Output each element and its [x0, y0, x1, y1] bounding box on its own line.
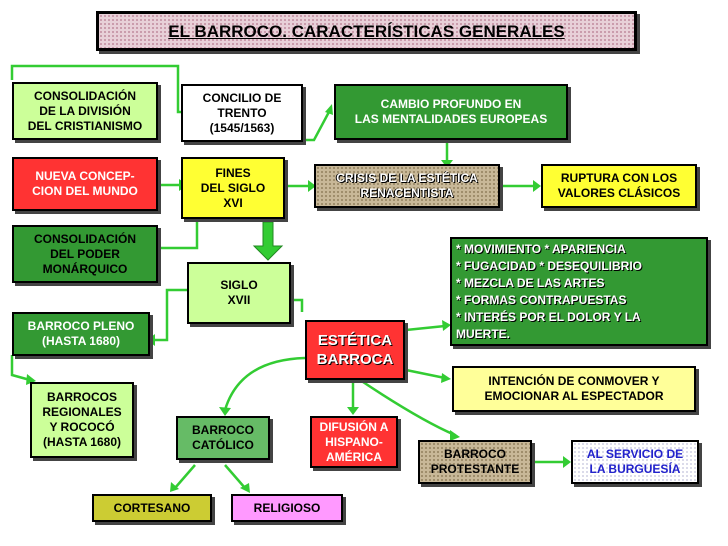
node-barroco-pleno-text: BARROCO PLENO (HASTA 1680) — [27, 319, 135, 348]
node-caracteristicas: * MOVIMIENTO * APARIENCIA * FUGACIDAD * … — [450, 237, 708, 346]
node-barrocos-regionales: BARROCOS REGIONALES Y ROCOCÓ (HASTA 1680… — [30, 382, 134, 458]
node-concilio-trento-text: CONCILIO DE TRENTO (1545/1563) — [202, 90, 282, 135]
connector-estetica-caract — [405, 324, 446, 332]
node-cambio-profundo: CAMBIO PROFUNDO EN LAS MENTALIDADES EURO… — [334, 84, 568, 140]
connector-catolico-cortesano — [174, 464, 196, 489]
node-concilio-trento: CONCILIO DE TRENTO (1545/1563) — [181, 84, 303, 142]
node-fines-siglo-text: FINES DEL SIGLO XVI — [200, 165, 266, 210]
node-crisis-estetica: CRISIS DE LA ESTÉTICA RENACENTISTA — [314, 164, 500, 208]
arrow-difusion — [347, 407, 359, 415]
node-cambio-profundo-text: CAMBIO PROFUNDO EN LAS MENTALIDADES EURO… — [354, 97, 548, 126]
node-barroco-protestante-text: BARROCO PROTESTANTE — [430, 447, 520, 476]
node-nueva-concepcion-text: NUEVA CONCEP- CION DEL MUNDO — [32, 169, 138, 198]
connector-trento-cambio — [306, 109, 332, 142]
node-consolidacion-division: CONSOLIDACIÓN DE LA DIVISIÓN DEL CRISTIA… — [12, 82, 158, 140]
node-caracteristicas-text: * MOVIMIENTO * APARIENCIA * FUGACIDAD * … — [456, 241, 643, 341]
node-religioso: RELIGIOSO — [231, 494, 343, 522]
arrow-burguesia — [563, 456, 571, 468]
node-barroco-catolico: BARROCO CATÓLICO — [176, 416, 270, 460]
node-nueva-concepcion: NUEVA CONCEP- CION DEL MUNDO — [12, 157, 158, 211]
node-estetica-barroca: ESTÉTICA BARROCA — [305, 320, 405, 380]
node-barroco-pleno: BARROCO PLENO (HASTA 1680) — [12, 312, 150, 356]
node-difusion: DIFUSIÓN A HISPANO- AMÉRICA — [310, 416, 398, 468]
page-title: EL BARROCO. CARACTERÍSTICAS GENERALES — [96, 11, 637, 51]
arrow-intencion — [441, 373, 451, 383]
node-ruptura: RUPTURA CON LOS VALORES CLÁSICOS — [541, 164, 697, 208]
node-consolidacion-division-text: CONSOLIDACIÓN DE LA DIVISIÓN DEL CRISTIA… — [27, 88, 143, 133]
node-ruptura-text: RUPTURA CON LOS VALORES CLÁSICOS — [557, 171, 681, 200]
connector-siglo-estetica — [292, 298, 304, 312]
arrow-religioso — [240, 483, 250, 493]
node-intencion-text: INTENCIÓN DE CONMOVER Y EMOCIONAR AL ESP… — [484, 374, 664, 403]
arrow-cambio — [325, 104, 333, 115]
node-cortesano: CORTESANO — [92, 494, 212, 522]
node-estetica-barroca-text: ESTÉTICA BARROCA — [316, 332, 394, 368]
arrow-catolico — [219, 407, 231, 416]
connector-catolico-religioso — [224, 464, 246, 489]
node-siglo-xvii: SIGLO XVII — [187, 262, 291, 324]
arrow-cortesano — [170, 482, 179, 492]
node-burguesia: AL SERVICIO DE LA BURGUESÍA — [571, 440, 699, 484]
node-barroco-protestante: BARROCO PROTESTANTE — [418, 440, 532, 484]
node-barroco-catolico-text: BARROCO CATÓLICO — [192, 423, 254, 452]
node-consolidacion-poder-text: CONSOLIDACIÓN DEL PODER MONÁRQUICO — [34, 231, 136, 276]
node-crisis-estetica-text: CRISIS DE LA ESTÉTICA RENACENTISTA — [336, 171, 478, 200]
connector-estetica-catolico — [223, 356, 306, 411]
node-burguesia-text: AL SERVICIO DE LA BURGUESÍA — [586, 447, 684, 476]
arrow-ruptura — [533, 180, 541, 192]
connector-estetica-intencion — [405, 368, 446, 380]
connector-pleno-regionales — [10, 355, 31, 382]
connector-siglo-pleno — [152, 288, 187, 342]
page-title-text: EL BARROCO. CARACTERÍSTICAS GENERALES — [168, 21, 565, 41]
connector-poder-fines — [160, 222, 199, 250]
node-consolidacion-poder: CONSOLIDACIÓN DEL PODER MONÁRQUICO — [12, 225, 158, 283]
node-intencion: INTENCIÓN DE CONMOVER Y EMOCIONAR AL ESP… — [452, 366, 696, 412]
node-fines-siglo: FINES DEL SIGLO XVI — [181, 157, 285, 219]
node-siglo-xvii-text: SIGLO XVII — [220, 278, 258, 307]
node-difusion-text: DIFUSIÓN A HISPANO- AMÉRICA — [319, 419, 389, 464]
block-arrow-fines-siglo — [252, 221, 284, 261]
node-religioso-text: RELIGIOSO — [253, 500, 321, 515]
node-barrocos-regionales-text: BARROCOS REGIONALES Y ROCOCÓ (HASTA 1680… — [42, 390, 122, 449]
node-cortesano-text: CORTESANO — [113, 500, 191, 515]
